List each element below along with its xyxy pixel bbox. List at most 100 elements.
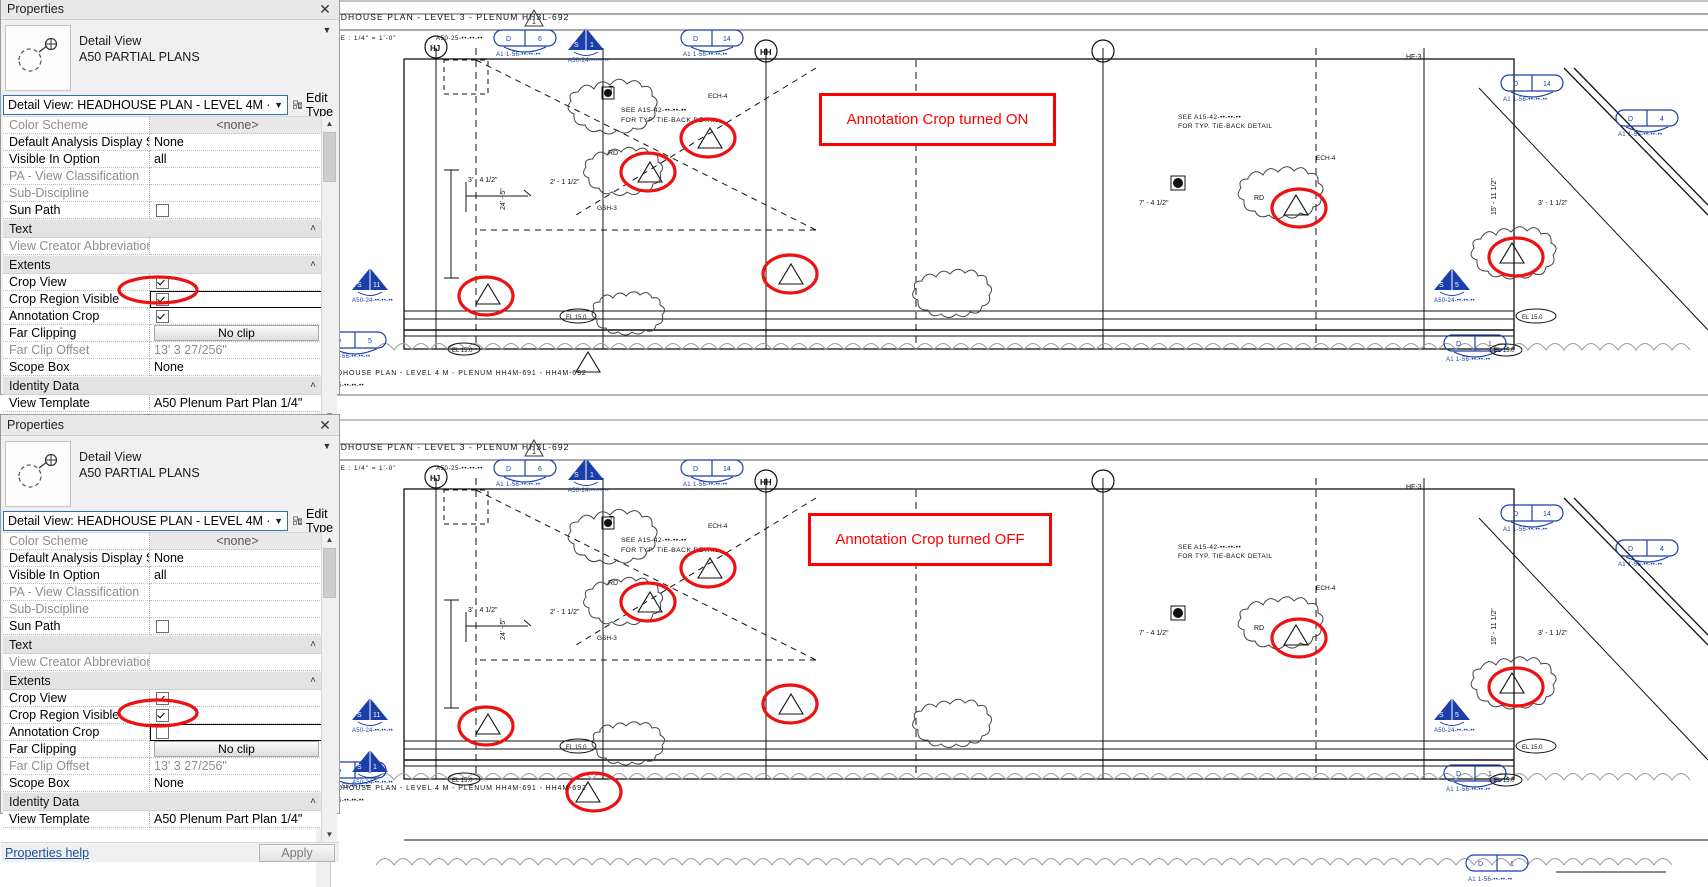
scrollbar-thumb[interactable] (323, 132, 336, 182)
chevron-up-icon[interactable]: ▲ (322, 532, 337, 547)
property-value[interactable] (150, 202, 322, 219)
chevron-down-icon[interactable]: ▼ (322, 441, 332, 451)
type-selector-dropdown[interactable]: Detail View: HEADHOUSE PLAN - LEVEL 4M ·… (3, 95, 288, 115)
property-value[interactable] (150, 238, 322, 255)
property-group-header[interactable]: Extents˄ (3, 671, 322, 690)
property-value-button[interactable]: No clip (154, 741, 319, 757)
property-checkbox[interactable] (156, 292, 169, 306)
property-row[interactable]: Crop View (3, 274, 322, 291)
property-row[interactable]: Color Scheme<none> (3, 117, 322, 134)
property-checkbox[interactable] (156, 203, 169, 217)
property-value[interactable]: all (150, 151, 322, 168)
property-value[interactable]: <none> (150, 533, 322, 550)
property-value[interactable] (150, 308, 322, 325)
properties-help-link[interactable]: Properties help (5, 845, 90, 860)
property-grid-scrollbar-top[interactable]: ▲ ▼ (321, 116, 337, 423)
property-value[interactable]: <none> (150, 117, 322, 134)
property-row[interactable]: Crop Region Visible (3, 291, 322, 308)
property-value[interactable] (150, 601, 322, 618)
property-row[interactable]: Annotation Crop (3, 308, 322, 325)
chevron-up-icon[interactable]: ˄ (310, 796, 316, 807)
property-value[interactable]: None (150, 775, 322, 792)
property-group-header[interactable]: Text˄ (3, 635, 322, 654)
chevron-down-icon[interactable]: ▼ (322, 827, 337, 842)
property-value[interactable] (150, 690, 322, 707)
property-value[interactable] (150, 707, 322, 724)
property-value-button[interactable]: No clip (154, 325, 319, 341)
chevron-up-icon[interactable]: ˄ (310, 259, 316, 270)
property-grid-scrollbar-bottom[interactable]: ▲ ▼ (321, 532, 337, 842)
property-value[interactable]: No clip (150, 325, 322, 342)
properties-panel-top[interactable]: Properties ✕ Detail View A50 PARTIAL PLA… (0, 0, 342, 443)
chevron-down-icon[interactable]: ▼ (274, 516, 284, 526)
drawing-viewport-top[interactable]: HEADHOUSE PLAN - LEVEL 3 - PLENUM HH3L-6… (316, 0, 1708, 392)
property-row[interactable]: Sun Path (3, 618, 322, 635)
property-value[interactable] (150, 291, 322, 308)
chevron-up-icon[interactable]: ˄ (310, 639, 316, 650)
property-group-header[interactable]: Extents˄ (3, 255, 322, 274)
close-icon[interactable]: ✕ (319, 416, 331, 433)
property-checkbox[interactable] (156, 691, 169, 705)
type-selector-dropdown[interactable]: Detail View: HEADHOUSE PLAN - LEVEL 4M ·… (3, 511, 288, 531)
property-row[interactable]: Default Analysis Display S...None (3, 550, 322, 567)
close-icon[interactable]: ✕ (319, 0, 331, 17)
chevron-up-icon[interactable]: ˄ (310, 675, 316, 686)
property-group-header[interactable]: Identity Data˄ (3, 792, 322, 811)
property-value[interactable]: A50 Plenum Part Plan 1/4" (150, 395, 322, 412)
property-value[interactable]: A50 Plenum Part Plan 1/4" (150, 811, 322, 828)
property-value[interactable] (150, 724, 322, 741)
property-row[interactable]: View Creator Abbreviation (3, 654, 322, 671)
property-row[interactable]: Crop Region Visible (3, 707, 322, 724)
chevron-up-icon[interactable]: ▲ (322, 116, 337, 131)
property-row[interactable]: View Creator Abbreviation (3, 238, 322, 255)
properties-panel-bottom[interactable]: Properties ✕ Detail View A50 PARTIAL PLA… (0, 414, 342, 862)
property-row[interactable]: Annotation Crop (3, 724, 322, 741)
property-row[interactable]: Default Analysis Display S...None (3, 134, 322, 151)
chevron-up-icon[interactable]: ˄ (310, 380, 316, 391)
property-value[interactable]: None (150, 134, 322, 151)
property-row[interactable]: Crop View (3, 690, 322, 707)
property-value[interactable] (150, 274, 322, 291)
property-value[interactable] (150, 618, 322, 635)
property-value[interactable]: None (150, 359, 322, 376)
property-value[interactable]: 13' 3 27/256" (150, 342, 322, 359)
property-value[interactable]: No clip (150, 741, 322, 758)
property-checkbox[interactable] (156, 725, 169, 739)
property-checkbox[interactable] (156, 708, 169, 722)
chevron-up-icon[interactable]: ˄ (310, 223, 316, 234)
edit-type-button[interactable]: Edit Type (288, 507, 342, 535)
property-value[interactable]: 13' 3 27/256" (150, 758, 322, 775)
property-row[interactable]: Sub-Discipline (3, 185, 322, 202)
property-value[interactable] (150, 654, 322, 671)
property-group-header[interactable]: Text˄ (3, 219, 322, 238)
property-value[interactable] (150, 168, 322, 185)
scrollbar-thumb[interactable] (323, 548, 336, 598)
property-checkbox[interactable] (156, 309, 169, 323)
property-value[interactable] (150, 584, 322, 601)
chevron-down-icon[interactable]: ▼ (322, 25, 332, 35)
property-row[interactable]: PA - View Classification (3, 168, 322, 185)
property-grid-bottom[interactable]: Color Scheme<none>Default Analysis Displ… (3, 532, 322, 828)
property-checkbox[interactable] (156, 275, 169, 289)
property-value[interactable]: None (150, 550, 322, 567)
property-row[interactable]: Color Scheme<none> (3, 533, 322, 550)
apply-button[interactable]: Apply (259, 843, 335, 862)
property-grid-top[interactable]: Color Scheme<none>Default Analysis Displ… (3, 116, 322, 412)
property-row[interactable]: Sun Path (3, 202, 322, 219)
chevron-down-icon[interactable]: ▼ (274, 100, 284, 110)
edit-type-button[interactable]: Edit Type (288, 91, 342, 119)
property-row[interactable]: Sub-Discipline (3, 601, 322, 618)
property-row[interactable]: PA - View Classification (3, 584, 322, 601)
property-checkbox[interactable] (156, 619, 169, 633)
property-value[interactable] (150, 185, 322, 202)
